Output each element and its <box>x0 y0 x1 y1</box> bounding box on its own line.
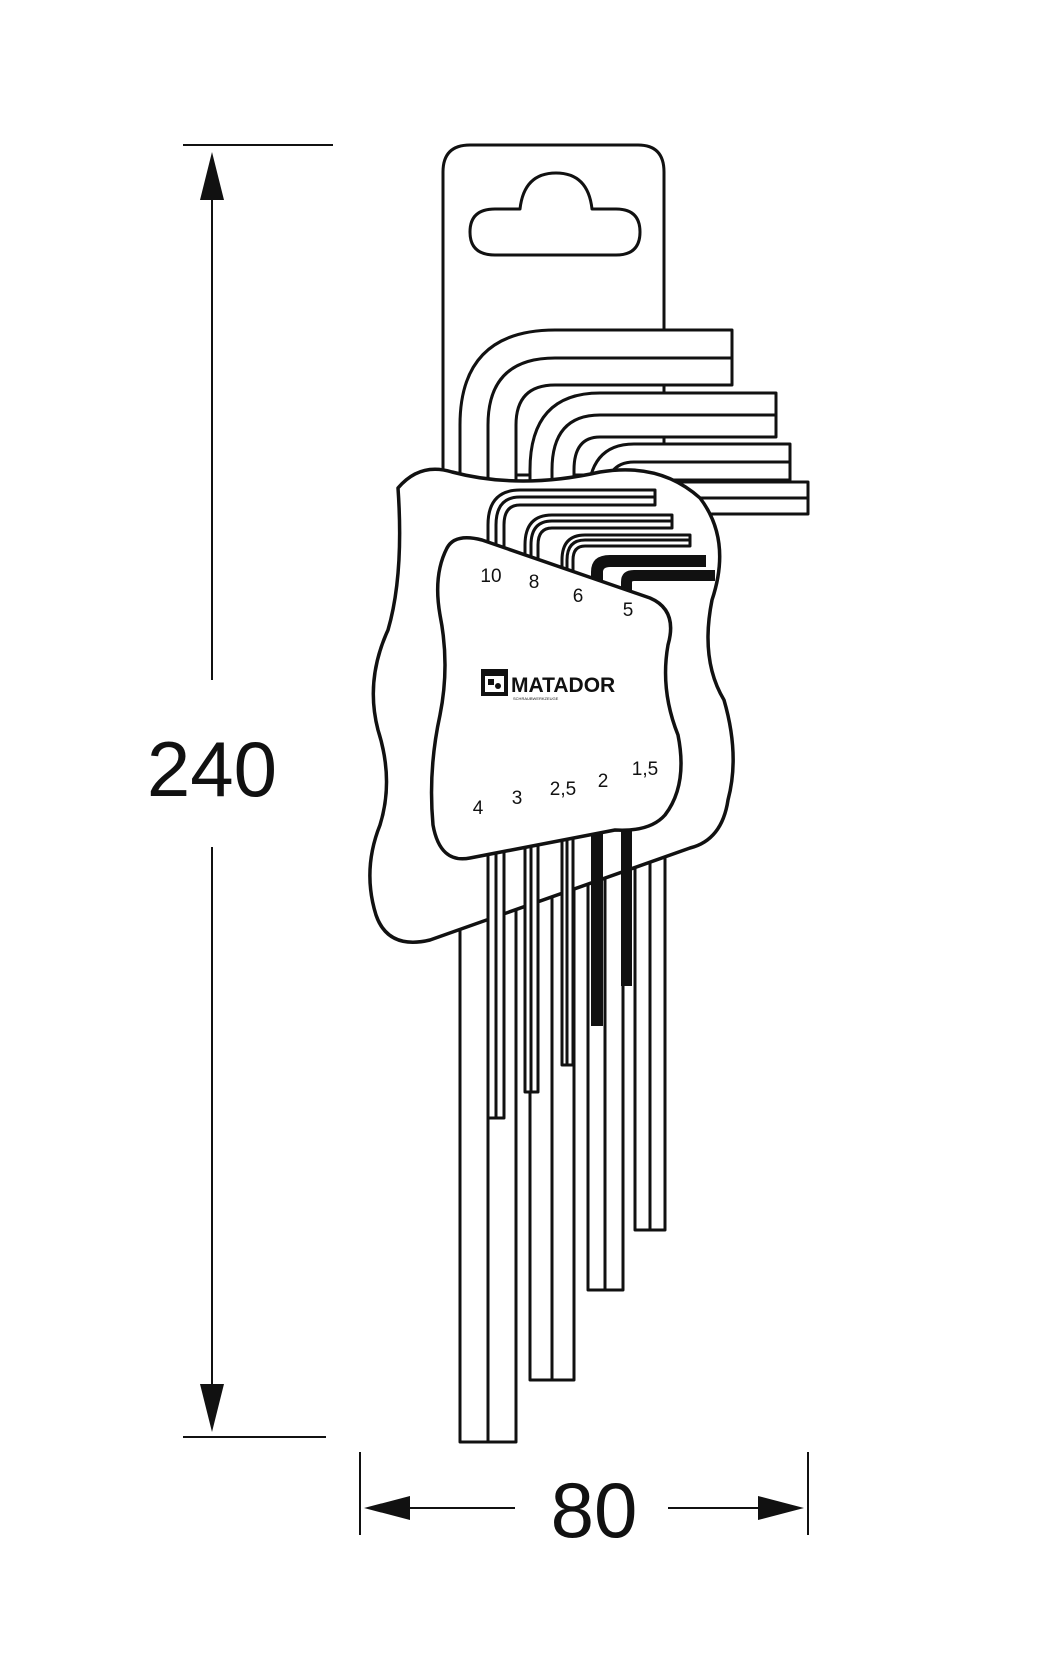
width-dimension: 80 <box>359 1452 809 1554</box>
size-label-2-5: 2,5 <box>550 779 576 800</box>
brand-tagline: SCHRAUBWERKZEUGE <box>513 696 559 701</box>
size-label-10: 10 <box>480 566 501 587</box>
width-arrow-left <box>364 1496 410 1520</box>
hanging-hole <box>468 171 642 257</box>
width-dimension-label: 80 <box>551 1466 638 1554</box>
holder-front-card <box>429 536 683 861</box>
height-arrow-up <box>200 152 224 200</box>
width-arrow-right <box>758 1496 804 1520</box>
height-dimension-label: 240 <box>147 725 277 813</box>
height-arrow-down <box>200 1384 224 1432</box>
matador-logo: MATADOR SCHRAUBWERKZEUGE <box>481 669 615 701</box>
hex-key-3 <box>523 513 674 1094</box>
hex-key-4 <box>486 488 657 1120</box>
hex-key-2-5 <box>560 533 692 1067</box>
hex-key-1-5 <box>621 570 715 986</box>
size-label-5: 5 <box>623 600 634 621</box>
size-label-3: 3 <box>512 788 523 809</box>
size-label-6: 6 <box>573 586 584 607</box>
size-label-2: 2 <box>598 771 609 792</box>
height-dimension: 240 <box>147 144 333 1438</box>
size-label-1-5: 1,5 <box>632 759 658 780</box>
size-label-8: 8 <box>529 572 540 593</box>
brand-name: MATADOR <box>511 674 615 697</box>
size-label-4: 4 <box>473 798 484 819</box>
hex-key-2 <box>591 555 706 1026</box>
